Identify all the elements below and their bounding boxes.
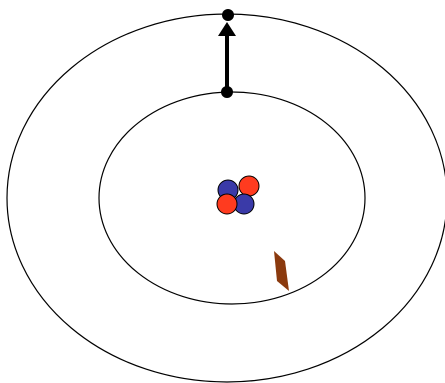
inner-electron bbox=[221, 86, 233, 98]
proton bbox=[217, 194, 237, 214]
proton bbox=[239, 176, 259, 196]
outer-electron bbox=[222, 9, 234, 21]
